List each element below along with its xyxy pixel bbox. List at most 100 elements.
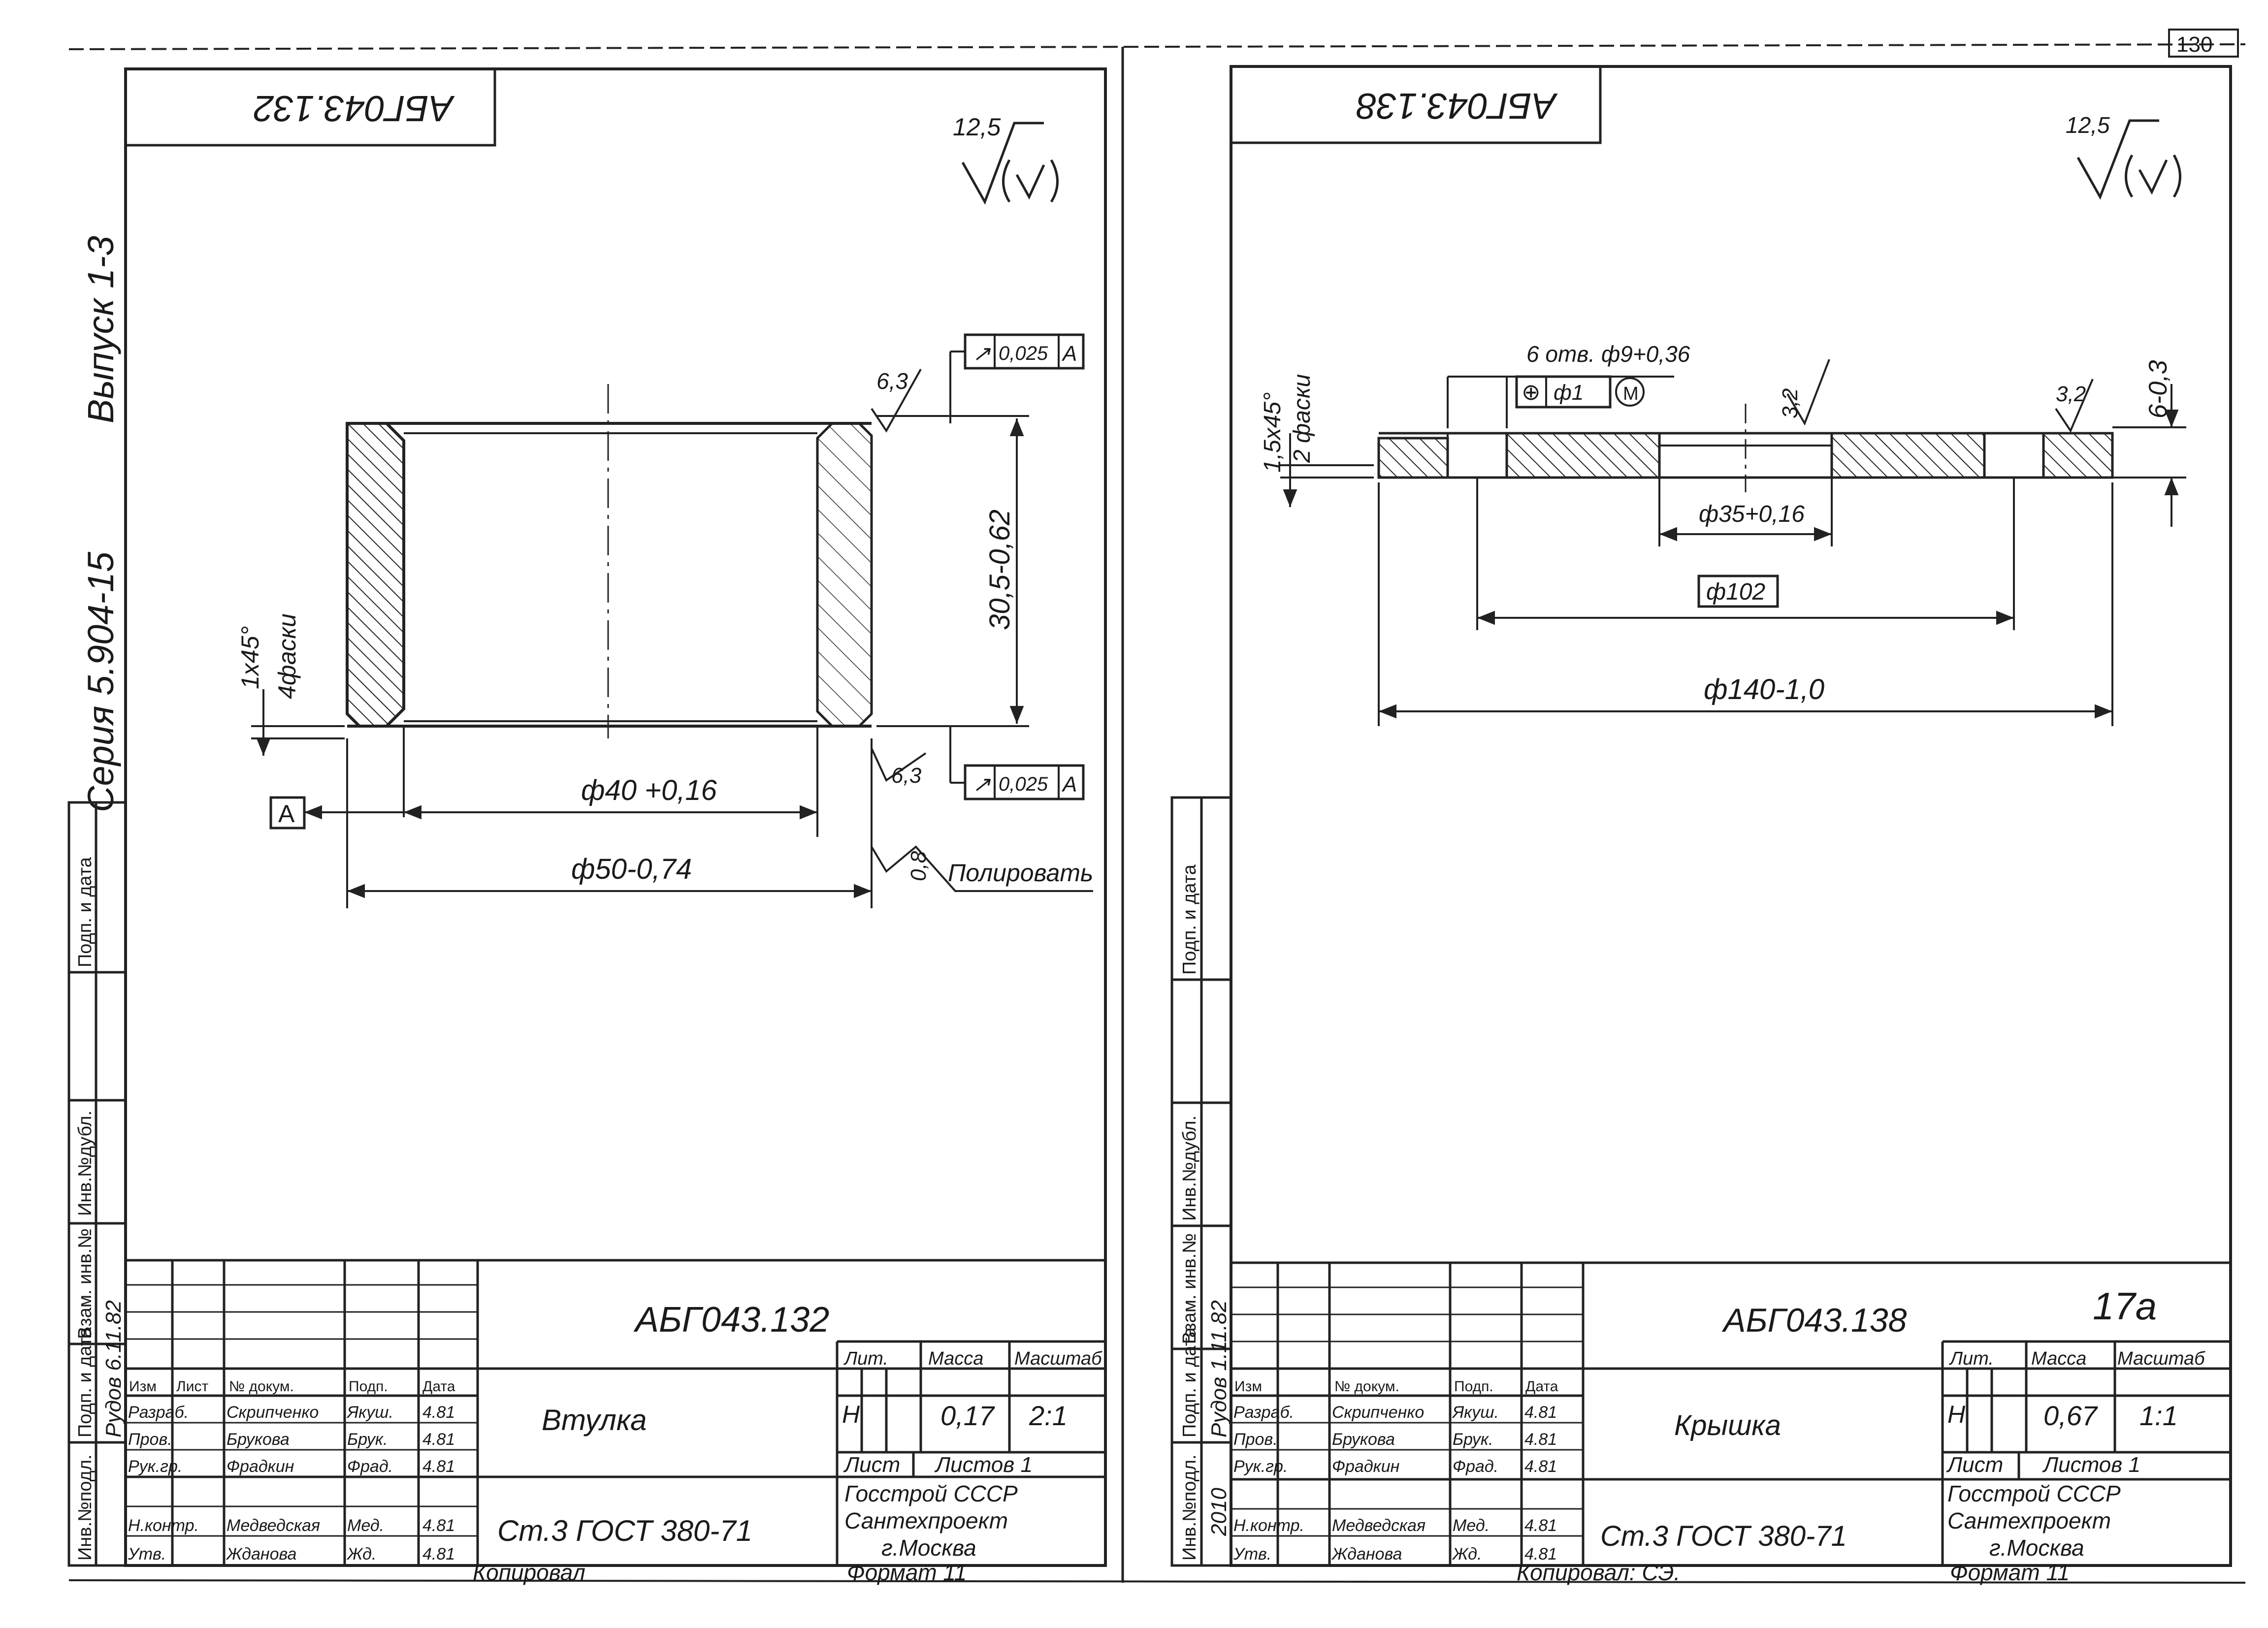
- designation-right: АБГ043.138: [1721, 1302, 1907, 1339]
- role-name: Медведская: [227, 1516, 320, 1535]
- roughness-bottom-label: 6,3: [891, 764, 922, 788]
- role-date: 4.81: [1524, 1516, 1557, 1535]
- org-line-3-right: г.Москва: [1989, 1535, 2084, 1561]
- role-sign: Мед.: [347, 1516, 384, 1535]
- role-sign: Жд.: [1452, 1545, 1482, 1564]
- roughness-general-right: 12,5: [2066, 112, 2181, 200]
- polish-note-label: Полировать: [948, 859, 1093, 887]
- side-stamp-r5: Подп. и дата: [1179, 864, 1200, 975]
- scale-right: 1:1: [2139, 1400, 2178, 1431]
- role-name: Жданова: [226, 1545, 296, 1564]
- part-name-right: Крышка: [1674, 1409, 1781, 1441]
- head-doc-right: № докум.: [1334, 1378, 1399, 1395]
- sheets-label-right: Листов 1: [2042, 1453, 2140, 1477]
- code-stamp-right: АБГ043.138: [1357, 86, 1558, 127]
- dim-outer-right: ф140-1,0: [1704, 673, 1824, 705]
- org-line-1-left: Госстрой СССР: [844, 1481, 1018, 1506]
- role-role: Пров.: [128, 1430, 172, 1449]
- role-name: Брукова: [227, 1430, 290, 1449]
- mass-label-left: Масса: [928, 1348, 983, 1369]
- head-date-right: Дата: [1525, 1378, 1558, 1395]
- sheet-left: АБГ043.132 Выпуск 1-3 Серия 5.904-15 12,…: [67, 67, 1107, 1585]
- svg-text:ф1: ф1: [1554, 381, 1584, 405]
- roughness-face-label: 6,3: [876, 368, 908, 394]
- head-sign-left: Подп.: [349, 1378, 388, 1395]
- role-sign: Брук.: [347, 1430, 388, 1449]
- role-name: Скрипченко: [227, 1403, 319, 1422]
- dim-bore-label: ф35+0,16: [1699, 501, 1805, 527]
- dim-height-left: [876, 415, 1029, 727]
- role-date: 4.81: [1524, 1457, 1557, 1476]
- chamfer-label-right: 1,5х45°: [1260, 392, 1286, 473]
- role-role: Утв.: [1233, 1545, 1271, 1564]
- role-role: Н.контр.: [1233, 1516, 1304, 1535]
- role-role: Разраб.: [1233, 1403, 1294, 1422]
- role-role: Утв.: [128, 1545, 166, 1564]
- roughness-general-left: 12,5: [953, 113, 1059, 205]
- role-date: 4.81: [422, 1430, 455, 1449]
- org-line-2-right: Сантехпроект: [1947, 1508, 2111, 1533]
- side-stamp-2: Подп. и дата: [75, 1327, 96, 1437]
- sheet-right: АБГ043.138 12,5 6 отв. ф9+0,36: [1170, 65, 2232, 1585]
- side-stamp-r3: Взам. инв.№: [1179, 1233, 1200, 1344]
- position-tolerance: ⊕ ф1 М: [1515, 375, 1645, 409]
- scale-label-left: Масштаб: [1014, 1348, 1102, 1369]
- role-date: 4.81: [1524, 1403, 1557, 1422]
- svg-text:12,5: 12,5: [2066, 112, 2110, 138]
- lit-label-left: Лит.: [843, 1348, 888, 1369]
- role-sign: Брук.: [1453, 1430, 1493, 1449]
- lit-label-right: Лит.: [1948, 1348, 1994, 1369]
- side-value-1: Рудов 6.11.82: [101, 1300, 126, 1437]
- head-doc-left: № докум.: [229, 1378, 294, 1395]
- mass-label-right: Масса: [2031, 1348, 2086, 1369]
- mass-right: 0,67: [2043, 1400, 2098, 1431]
- datum-a-label: А: [278, 800, 295, 828]
- sheet-label-left: Лист: [843, 1453, 900, 1477]
- role-date: 4.81: [422, 1403, 455, 1422]
- kopiroval-right: Копировал: СЭ.: [1517, 1560, 1680, 1585]
- title-block-right: [1230, 1261, 2232, 1567]
- dim-pcd-label: ф102: [1706, 579, 1765, 605]
- corner-mark: 130: [2176, 32, 2212, 57]
- role-role: Пров.: [1233, 1430, 1278, 1449]
- kopiroval-left: Копировал: [473, 1560, 585, 1585]
- head-izm-right: Изм: [1234, 1378, 1262, 1395]
- head-sign-right: Подп.: [1454, 1378, 1493, 1395]
- head-date-left: Дата: [422, 1378, 455, 1395]
- side-stamp-r1: Инв.№подл.: [1179, 1454, 1200, 1561]
- scale-label-right: Масштаб: [2117, 1348, 2205, 1369]
- side-stamp-3: Взам. инв.№: [75, 1228, 96, 1339]
- dim-outer-label: ф50-0,74: [571, 853, 692, 885]
- role-name: Фрадкин: [1332, 1457, 1400, 1476]
- svg-text:М: М: [1623, 383, 1639, 404]
- dim-height-label: 30,5-0,62: [984, 510, 1016, 630]
- side-stamp-r4: Инв.№дубл.: [1179, 1116, 1200, 1221]
- role-sign: Жд.: [346, 1545, 376, 1564]
- title-block-left: [124, 1259, 1107, 1567]
- bushing-section: [346, 384, 873, 738]
- lit-value-left: Н: [842, 1401, 860, 1428]
- format-left: Формат 11: [847, 1560, 967, 1585]
- role-name: Скрипченко: [1332, 1403, 1424, 1422]
- roughness-b-label: 3,2: [2056, 382, 2086, 406]
- svg-text:12,5: 12,5: [953, 113, 1001, 141]
- org-line-2-left: Сантехпроект: [844, 1508, 1008, 1533]
- role-name: Медведская: [1332, 1516, 1426, 1535]
- side-stamp-4: Инв.№дубл.: [75, 1111, 96, 1216]
- org-line-1-right: Госстрой СССР: [1947, 1481, 2121, 1506]
- role-date: 4.81: [422, 1545, 455, 1564]
- side-value-r2: Рудов 1.11.82: [1207, 1300, 1231, 1437]
- side-value-r1: 2010: [1207, 1488, 1231, 1536]
- chamfer-count-left: 4фаски: [273, 613, 301, 699]
- role-name: Жданова: [1331, 1545, 1402, 1564]
- role-sign: Якуш.: [346, 1403, 393, 1422]
- org-line-3-left: г.Москва: [881, 1535, 976, 1561]
- role-role: Рук.гр.: [1233, 1457, 1288, 1476]
- cover-section: [1377, 404, 2114, 492]
- svg-text:0,025: 0,025: [999, 343, 1048, 364]
- dim-inner-label: ф40 +0,16: [581, 774, 717, 806]
- part-name-left: Втулка: [542, 1404, 647, 1436]
